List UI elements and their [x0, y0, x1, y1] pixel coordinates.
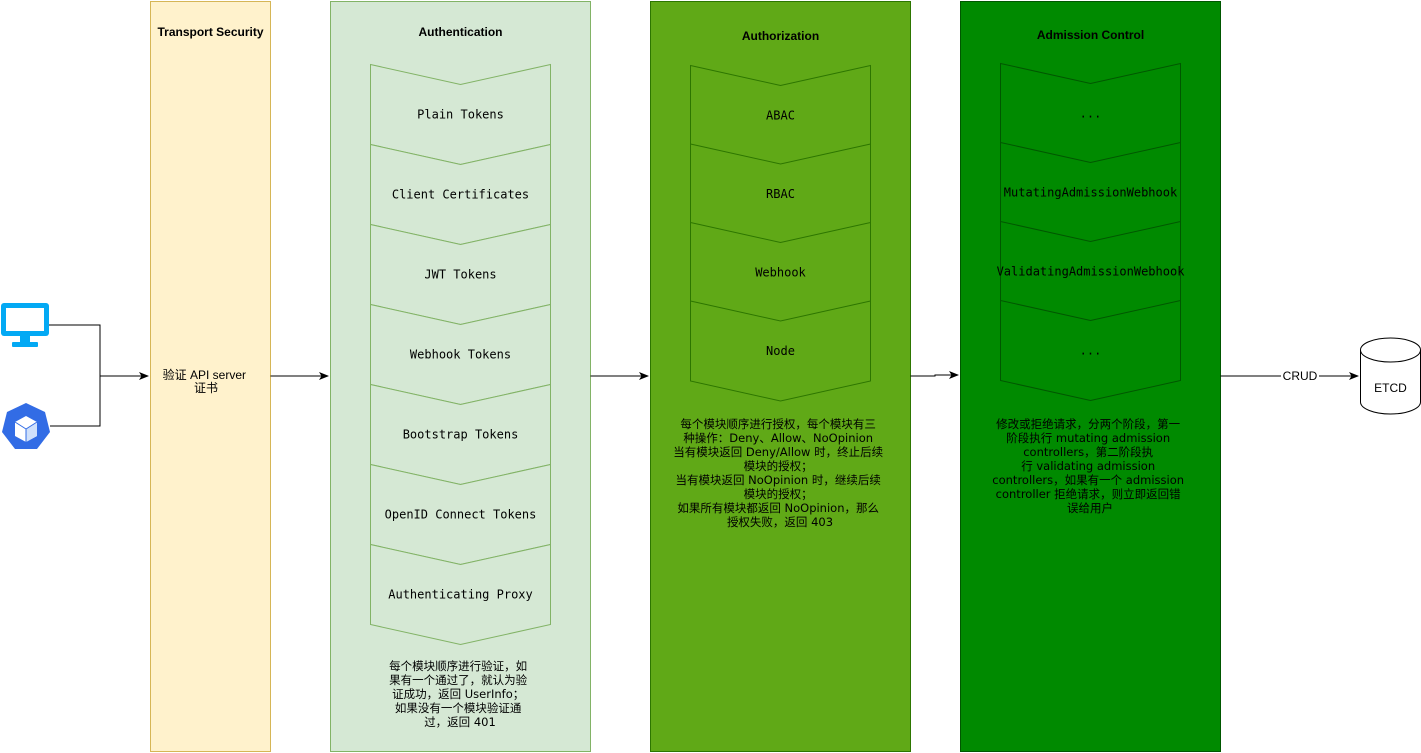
admission-control-column: Admission Control ... MutatingAdmissionWe… — [960, 1, 1221, 752]
authentication-step-6-openid-connect-tokens-label: OpenID Connect Tokens — [385, 508, 537, 522]
authorization-step-2-rbac-label: RBAC — [766, 187, 795, 201]
client-connectors — [49, 324, 149, 427]
transport-security-body: 验证 API server 证书 — [163, 367, 250, 395]
authorization-step-3-webhook-label: Webhook — [755, 266, 806, 280]
authentication-title: Authentication — [419, 25, 503, 39]
admission-step-1-ellipsis-label: ... — [1080, 107, 1102, 121]
admission-step-3-validatingadmissionwebhook-label: ValidatingAdmissionWebhook — [997, 265, 1186, 279]
transport-security-box — [150, 1, 271, 752]
admission-control-steps: ... MutatingAdmissionWebhookValidatingAdm… — [997, 62, 1186, 402]
authorization-note: 每个模块顺序进行授权，每个模块有三 种操作：Deny、Allow、NoOpini… — [673, 417, 887, 529]
admission-control-note: 修改或拒绝请求，分两个阶段，第一 阶段执行 mutating admission… — [992, 417, 1187, 515]
admission-step-2-mutatingadmissionwebhook-label: MutatingAdmissionWebhook — [1004, 186, 1178, 200]
authorization-step-1-abac-label: ABAC — [766, 109, 795, 123]
transport-security-column: Transport Security 验证 API server 证书 — [150, 1, 271, 752]
authentication-step-5-bootstrap-tokens-label: Bootstrap Tokens — [403, 428, 519, 442]
authentication-step-3-jwt-tokens-label: JWT Tokens — [424, 268, 496, 282]
arrow-authorization-to-admission — [910, 371, 959, 379]
authentication-step-1-plain-tokens-label: Plain Tokens — [417, 108, 504, 122]
authorization-step-4-node-shape — [690, 300, 871, 402]
admission-step-4-ellipsis-shape — [1000, 299, 1181, 402]
etcd-label: ETCD — [1374, 381, 1407, 395]
etcd-database: ETCD — [1360, 337, 1421, 415]
admission-step-4-ellipsis-label: ... — [1080, 344, 1102, 358]
authentication-note: 每个模块顺序进行验证，如 果有一个通过了，就认为验 证成功，返回 UserInf… — [389, 659, 531, 729]
kubernetes-icon — [2, 403, 50, 449]
authentication-step-7-authenticating-proxy-label: Authenticating Proxy — [388, 588, 533, 602]
monitor-icon — [1, 303, 49, 347]
transport-security-title: Transport Security — [157, 25, 263, 39]
authentication-step-7-authenticating-proxy-shape — [370, 543, 551, 646]
authentication-step-4-webhook-tokens-label: Webhook Tokens — [410, 348, 511, 362]
admission-control-title: Admission Control — [1037, 28, 1144, 42]
authorization-title: Authorization — [742, 29, 819, 43]
authorization-step-4-node-label: Node — [766, 344, 795, 358]
crud-label: CRUD — [1283, 369, 1318, 383]
authentication-step-2-client-certificates-label: Client Certificates — [392, 188, 529, 202]
